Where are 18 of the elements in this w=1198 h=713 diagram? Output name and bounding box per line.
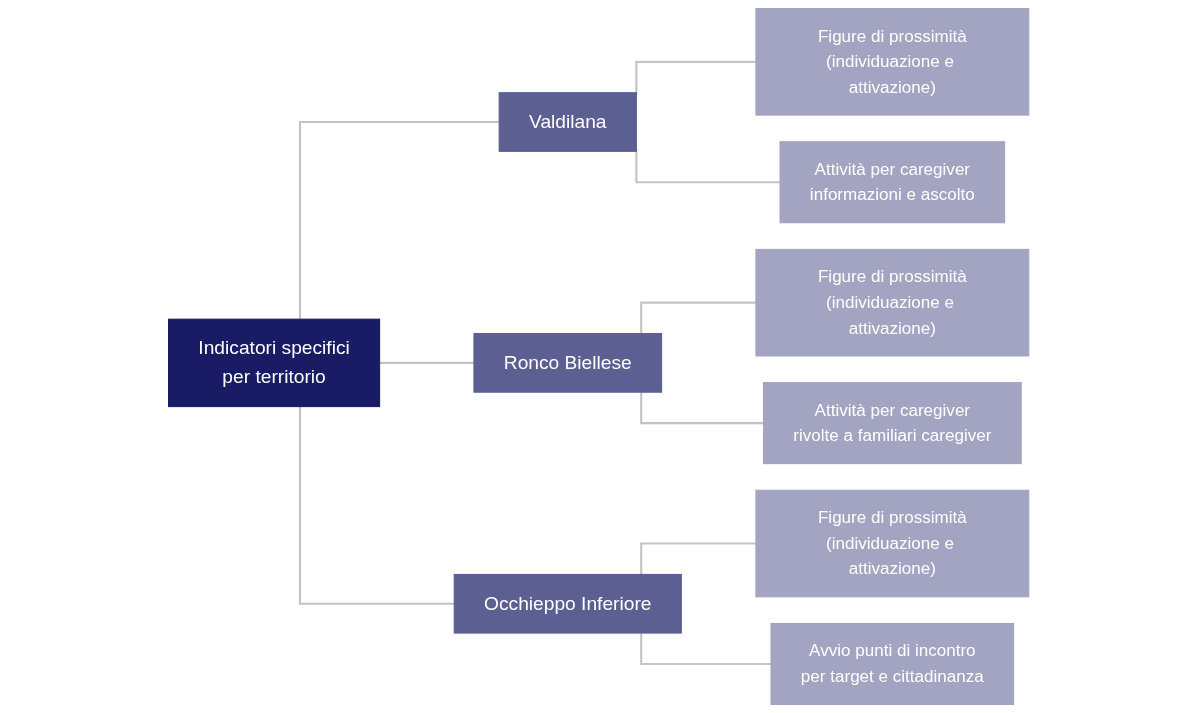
node-box: Figure di prossimità (individuazione e attivazione) (755, 489, 1030, 598)
node-box: Figure di prossimità (individuazione e attivazione) (755, 8, 1030, 116)
node-box: Occhieppo Inferiore (454, 573, 683, 634)
connector (640, 301, 757, 334)
connector (635, 149, 781, 184)
connector (640, 542, 757, 575)
connector (640, 392, 764, 425)
connector (640, 633, 772, 666)
node-box: Attività per caregiver informazioni e ascolto (779, 141, 1006, 224)
connector (299, 120, 500, 320)
node-box: Ronco Biellese (473, 333, 663, 393)
node-box: Avvio punti di incontro per target e cittadinanza (770, 622, 1015, 705)
node-box: Indicatori specifici per territorio (168, 318, 381, 408)
connector (635, 60, 757, 95)
node-box: Figure di prossimità (individuazione e attivazione) (755, 248, 1030, 357)
node-box: Attività per caregiver rivolte a familiari caregiver (763, 382, 1023, 465)
connector (299, 406, 455, 605)
node-box: Valdilana (499, 92, 638, 152)
